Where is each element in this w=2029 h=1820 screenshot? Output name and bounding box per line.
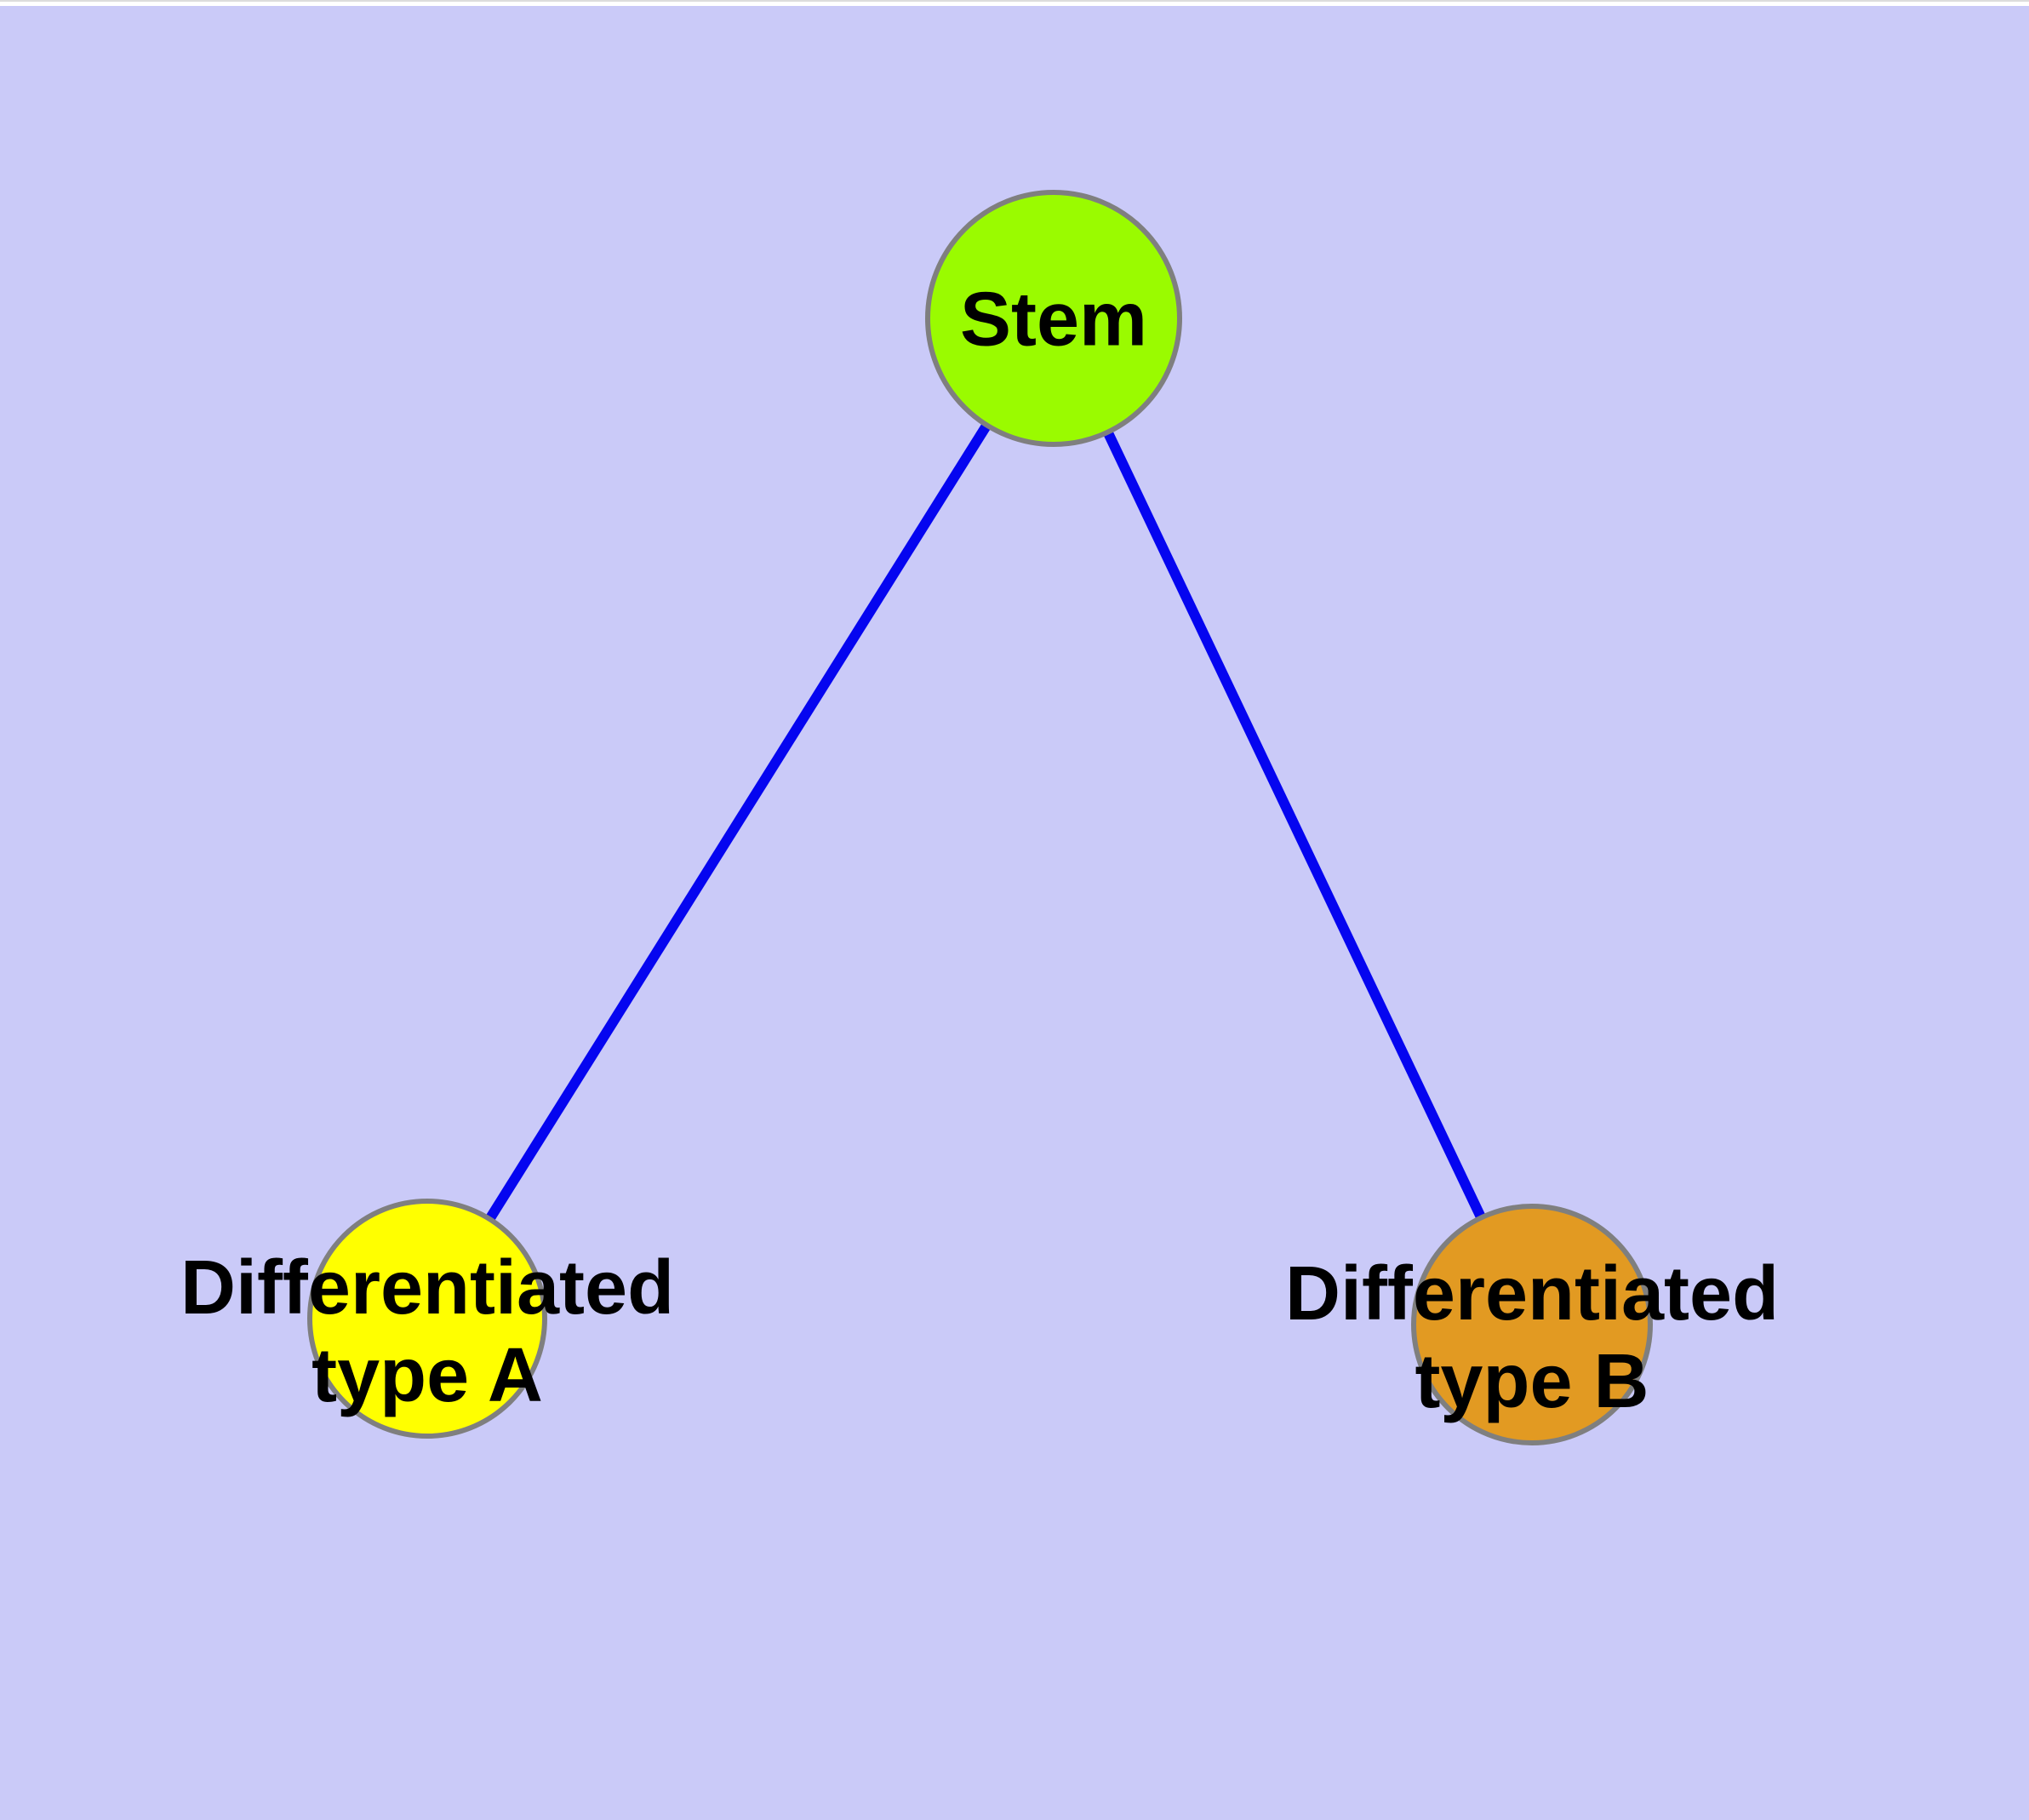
- node-type-b-label-line1: Differentiated: [1284, 1251, 1780, 1336]
- node-stem-label: Stem: [959, 277, 1148, 363]
- top-edge-strip: [0, 0, 2029, 6]
- node-type-b-circle: [1411, 1204, 1653, 1445]
- node-type-a-circle: [307, 1199, 547, 1439]
- node-type-b-label-line2: type B: [1415, 1339, 1649, 1424]
- node-type-b-label: Differentiated type B: [1285, 1251, 1779, 1426]
- node-type-a-label-line2: type A: [311, 1333, 543, 1418]
- node-stem-circle: [925, 190, 1182, 447]
- edge-stem-to-type-a: [422, 315, 1059, 1322]
- node-type-a-label: Differentiated type A: [180, 1245, 674, 1420]
- edge-stem-to-type-b: [1049, 316, 1537, 1327]
- node-type-a-label-line1: Differentiated: [180, 1245, 675, 1331]
